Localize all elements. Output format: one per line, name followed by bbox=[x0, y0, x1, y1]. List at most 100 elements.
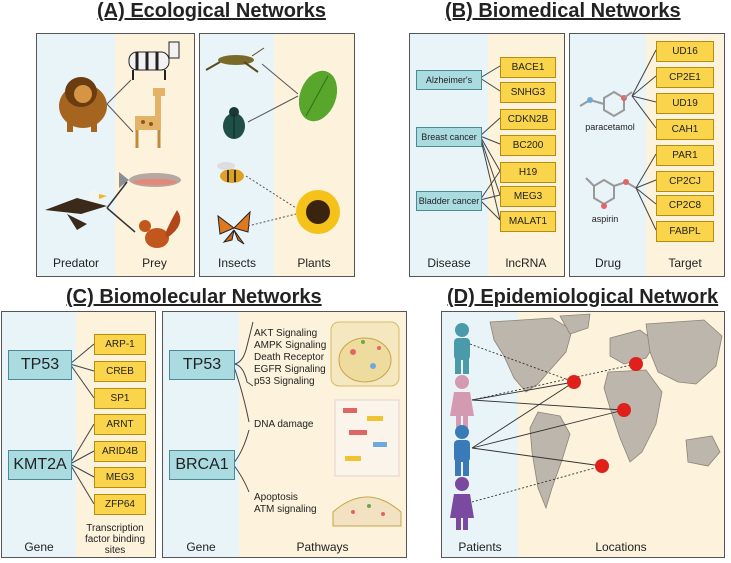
rna-tile: MEG3 bbox=[500, 186, 556, 207]
tfbs-tile: ARID4B bbox=[94, 441, 146, 462]
target-tile: CP2CJ bbox=[656, 171, 714, 192]
predator-label: Predator bbox=[52, 256, 100, 270]
gene-tile-brca1: BRCA1 bbox=[169, 450, 235, 480]
gene-pathway-links bbox=[232, 321, 402, 527]
panel-drug-target: paracetamol aspirin UD16 CP2E1 UD19 CAH1… bbox=[569, 33, 725, 277]
paracetamol-label: paracetamol bbox=[585, 122, 635, 132]
panel-disease-lncrna: Alzheimer's Breast cancer Bladder cancer… bbox=[409, 33, 565, 277]
pathway-dna-damage: DNA damage bbox=[254, 419, 314, 430]
pathway-list-bottom: Apoptosis ATM signaling bbox=[254, 492, 317, 516]
lncrna-label: lncRNA bbox=[505, 256, 547, 270]
gene-label: Gene bbox=[186, 540, 216, 554]
lion-icon bbox=[59, 77, 107, 132]
panel-gene-pathways: TP53 BRCA1 AKT Signaling AMPK Signaling … bbox=[162, 311, 407, 558]
pathway-item: ATM signaling bbox=[254, 504, 317, 515]
pathway-item: Death Receptor bbox=[254, 352, 325, 363]
giraffe-icon bbox=[135, 88, 165, 148]
tfbs-tile: SP1 bbox=[94, 388, 146, 409]
pathway-item: AKT Signaling bbox=[254, 328, 318, 339]
gene-tile-tp53: TP53 bbox=[8, 350, 72, 380]
squirrel-icon bbox=[139, 210, 181, 248]
asia-shape bbox=[645, 319, 723, 385]
panel-patients-locations: Patients Locations bbox=[441, 311, 725, 558]
tfbs-tile: ARP-1 bbox=[94, 334, 146, 355]
location-pin bbox=[629, 357, 643, 371]
pathways-label: Pathways bbox=[296, 540, 349, 554]
patient-icon-3 bbox=[454, 425, 470, 476]
world-map bbox=[450, 313, 723, 530]
tfbs-tile: MEG3 bbox=[94, 467, 146, 488]
tfbs-label: Transcription factor binding sites bbox=[84, 523, 146, 556]
location-pin bbox=[567, 375, 581, 389]
tfbs-tile: ARNT bbox=[94, 414, 146, 435]
rna-tile: SNHG3 bbox=[500, 82, 556, 103]
europe-shape bbox=[609, 329, 657, 365]
target-label: Target bbox=[668, 256, 702, 270]
tfbs-tile: ZFP64 bbox=[94, 494, 146, 515]
gene-tile-tp53: TP53 bbox=[169, 350, 235, 380]
target-tile: PAR1 bbox=[656, 145, 714, 166]
panel-gene-tfbs: TP53 KMT2A ARP-1 CREB SP1 ARNT ARID4B ME… bbox=[1, 311, 156, 558]
pathway-item: EGFR Signaling bbox=[254, 364, 326, 375]
location-pin bbox=[617, 403, 631, 417]
disease-tile-bladder-cancer: Bladder cancer bbox=[416, 191, 482, 211]
aspirin-label: aspirin bbox=[591, 214, 619, 224]
predator-prey-links bbox=[45, 41, 181, 248]
panel-insects-plants: Insects Plants bbox=[199, 33, 355, 277]
target-tile: CP2C8 bbox=[656, 195, 714, 216]
leaf-icon bbox=[298, 70, 338, 122]
zebra-icon bbox=[128, 41, 180, 80]
gene-label: Gene bbox=[24, 540, 54, 554]
grasshopper-icon bbox=[205, 47, 265, 73]
aspirin-molecule-icon bbox=[585, 177, 637, 209]
patient-icon-4 bbox=[450, 477, 474, 530]
australia-shape bbox=[685, 435, 721, 467]
disease-label: Disease bbox=[427, 256, 471, 270]
target-tile: UD16 bbox=[656, 41, 714, 62]
rna-tile: H19 bbox=[500, 162, 556, 183]
target-tile: CP2E1 bbox=[656, 67, 714, 88]
patient-icon-1 bbox=[454, 323, 470, 374]
title-biomedical: (B) Biomedical Networks bbox=[445, 0, 681, 22]
title-biomolecular: (C) Biomolecular Networks bbox=[66, 286, 322, 308]
south-america-shape bbox=[529, 411, 571, 510]
rna-tile: MALAT1 bbox=[500, 211, 556, 232]
insect-plant-links bbox=[205, 47, 340, 245]
drug-label: Drug bbox=[594, 256, 621, 270]
gene-tile-kmt2a: KMT2A bbox=[8, 450, 72, 480]
pathway-list-top: AKT Signaling AMPK Signaling Death Recep… bbox=[254, 328, 326, 388]
pathway-diagram-image bbox=[330, 321, 402, 527]
pathway-item: Apoptosis bbox=[254, 492, 298, 503]
drug-target-links bbox=[579, 49, 657, 231]
wasp-icon bbox=[217, 162, 244, 183]
title-epidemiological: (D) Epidemiological Network bbox=[447, 286, 719, 308]
rna-tile: BACE1 bbox=[500, 57, 556, 78]
target-tile: CAH1 bbox=[656, 119, 714, 140]
title-ecological: (A) Ecological Networks bbox=[97, 0, 326, 22]
prey-label: Prey bbox=[142, 256, 167, 270]
rna-tile: CDKN2B bbox=[500, 109, 556, 130]
target-tile: UD19 bbox=[656, 93, 714, 114]
disease-rna-links bbox=[479, 65, 501, 221]
fish-icon bbox=[119, 172, 181, 188]
location-pin bbox=[595, 459, 609, 473]
beetle-icon bbox=[223, 107, 245, 139]
plants-label: Plants bbox=[297, 256, 331, 270]
sunflower-icon bbox=[296, 190, 340, 234]
gene-tfbs-links bbox=[69, 343, 95, 505]
patients-label: Patients bbox=[458, 540, 502, 554]
locations-label: Locations bbox=[595, 540, 647, 554]
eagle-icon bbox=[45, 190, 107, 230]
butterfly-icon bbox=[217, 210, 251, 245]
disease-tile-alzheimers: Alzheimer's bbox=[416, 70, 482, 90]
patient-icon-2 bbox=[450, 375, 474, 428]
pathway-item: AMPK Signaling bbox=[254, 340, 327, 351]
target-tile: FABPL bbox=[656, 221, 714, 242]
disease-tile-breast-cancer: Breast cancer bbox=[416, 127, 482, 147]
panel-predator-prey: Predator Prey bbox=[36, 33, 195, 277]
pathway-item: p53 Signaling bbox=[254, 376, 315, 387]
paracetamol-molecule-icon bbox=[579, 90, 633, 118]
africa-shape bbox=[603, 369, 663, 463]
greenland-shape bbox=[559, 313, 591, 335]
insects-label: Insects bbox=[217, 256, 256, 270]
